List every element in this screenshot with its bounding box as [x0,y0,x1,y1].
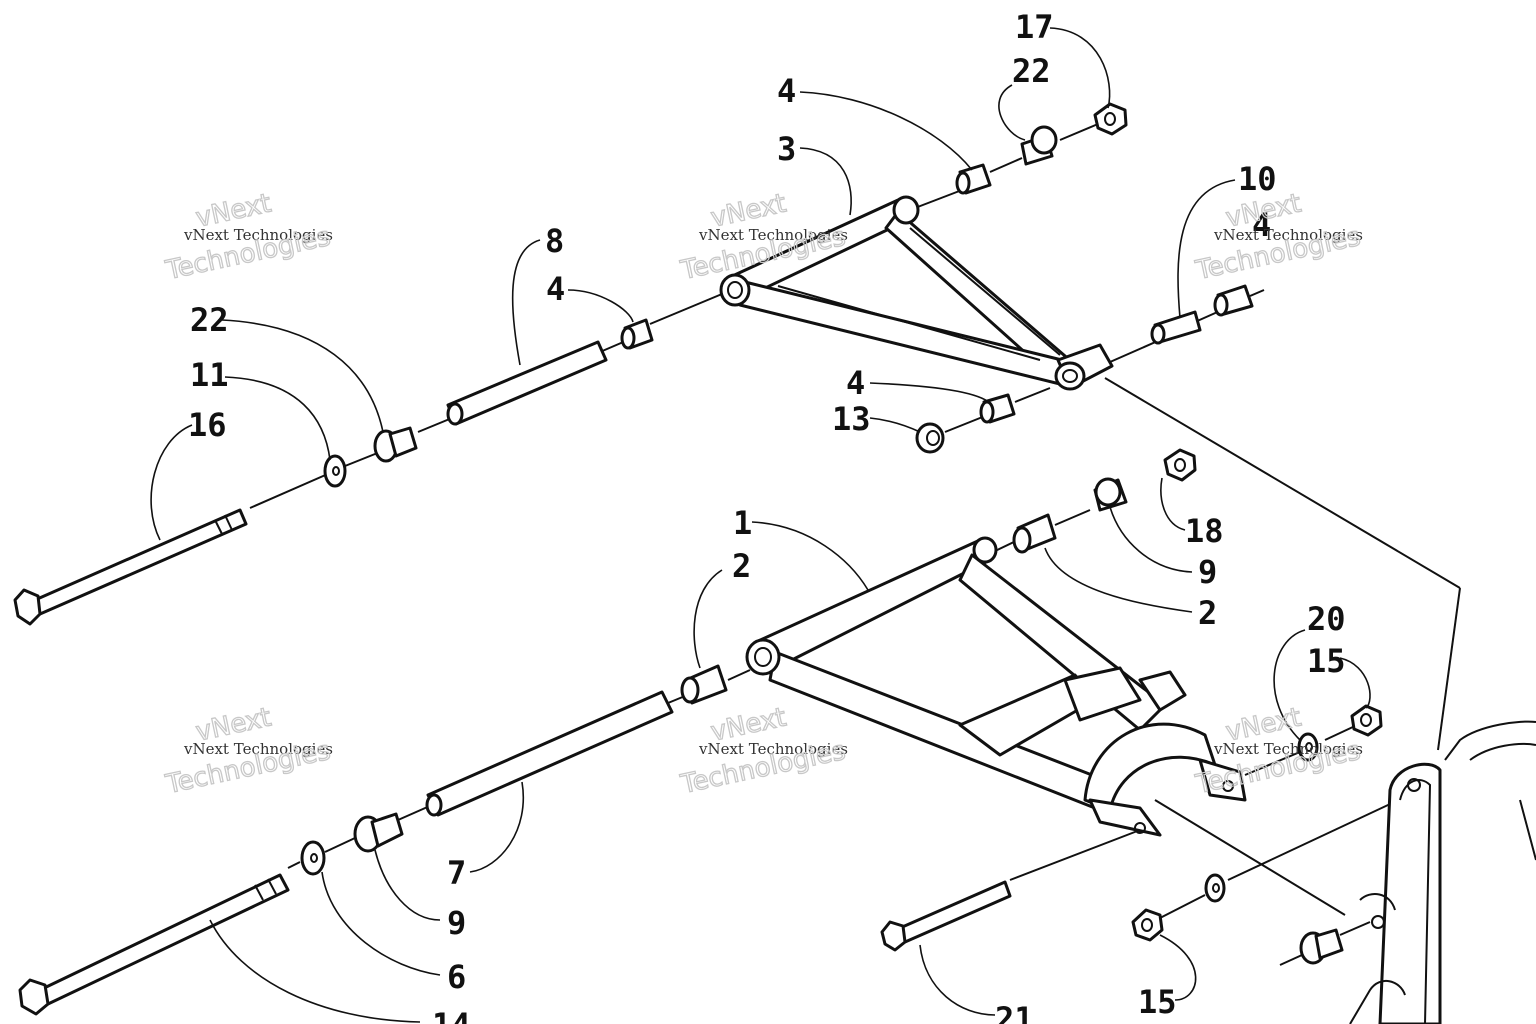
nut-18 [1163,448,1197,482]
callout-14: 14 [432,1006,471,1024]
washer-20 [1297,732,1319,762]
callout-2-left: 2 [732,547,751,585]
callout-numbers: 17 22 4 3 10 8 4 22 11 16 4 4 13 18 1 2 … [188,8,1346,1024]
callout-20: 20 [1307,600,1346,638]
callout-7: 7 [447,854,466,892]
flange-bushing-13 [915,422,945,454]
watermark-bottom-right: vNext vNext Technologies Technologies [1192,702,1364,801]
callout-18: 18 [1185,512,1224,550]
nut-15-a [1350,704,1383,737]
callout-17: 17 [1015,8,1054,46]
callout-9-right: 9 [1198,553,1217,591]
svg-text:vNext Technologies: vNext Technologies [1213,740,1363,758]
nut-17 [1093,102,1128,136]
upper-a-arm [719,195,1114,391]
sleeve-7 [425,690,674,817]
lower-a-arm [745,536,1247,837]
flange-bushing-22-a [373,426,418,463]
sleeve-8 [446,340,608,426]
bushing-4-d [1213,284,1254,317]
callout-2-right: 2 [1198,594,1217,632]
callout-4-top: 4 [777,72,796,110]
hardware [300,102,1383,965]
assembly-axis-lines [249,123,1461,966]
flange-bushing-lower-frame [1299,928,1344,965]
svg-text:vNext Technologies: vNext Technologies [698,226,848,244]
bushing-4-b [955,163,992,195]
svg-text:vNext Technologies: vNext Technologies [183,226,333,244]
callout-10: 10 [1238,160,1277,198]
callout-4-mid: 4 [846,364,865,402]
callout-6: 6 [447,958,466,996]
callout-4-right: 4 [1252,206,1271,244]
bushing-2-b [1012,513,1057,554]
watermark-bottom-left: vNext vNext Technologies Technologies [162,702,334,801]
svg-text:vNext Technologies: vNext Technologies [1213,226,1363,244]
svg-text:vNext Technologies: vNext Technologies [183,740,333,758]
watermark-top-left: vNext vNext Technologies Technologies [162,188,334,287]
washer-frame [1204,873,1226,903]
callout-22-upper: 22 [1012,52,1051,90]
callout-4-left: 4 [546,270,565,308]
nut-15-b [1131,908,1164,942]
callout-21: 21 [995,1000,1034,1024]
svg-text:vNext Technologies: vNext Technologies [698,740,848,758]
bolt-14 [18,873,290,1016]
callout-1: 1 [733,504,752,542]
bushing-4-a [620,318,654,350]
callout-3: 3 [777,130,796,168]
callout-22-left: 22 [190,301,229,339]
flange-bushing-22-b [1020,125,1058,166]
callout-15-lower: 15 [1138,983,1177,1021]
washer-6 [300,840,326,876]
callout-13: 13 [832,400,871,438]
callout-16: 16 [188,406,227,444]
callout-11: 11 [190,356,229,394]
watermark-bottom-center: vNext vNext Technologies Technologies [677,702,849,801]
bushing-10 [1150,310,1202,345]
callout-9-left: 9 [447,904,466,942]
bolt-21 [880,880,1012,952]
flange-bushing-9-b [1093,477,1128,512]
bushing-4-c [979,393,1016,424]
washer-11 [323,454,347,488]
watermark-top-right: vNext vNext Technologies Technologies [1192,188,1364,287]
bolt-16 [13,508,248,626]
bushings [620,163,1254,705]
callout-8: 8 [545,222,564,260]
leader-lines [150,27,1371,1023]
callout-15-upper: 15 [1307,642,1346,680]
flange-bushing-9-a [353,812,404,853]
chassis-frame [1349,720,1536,1024]
bushing-2-a [680,664,728,705]
